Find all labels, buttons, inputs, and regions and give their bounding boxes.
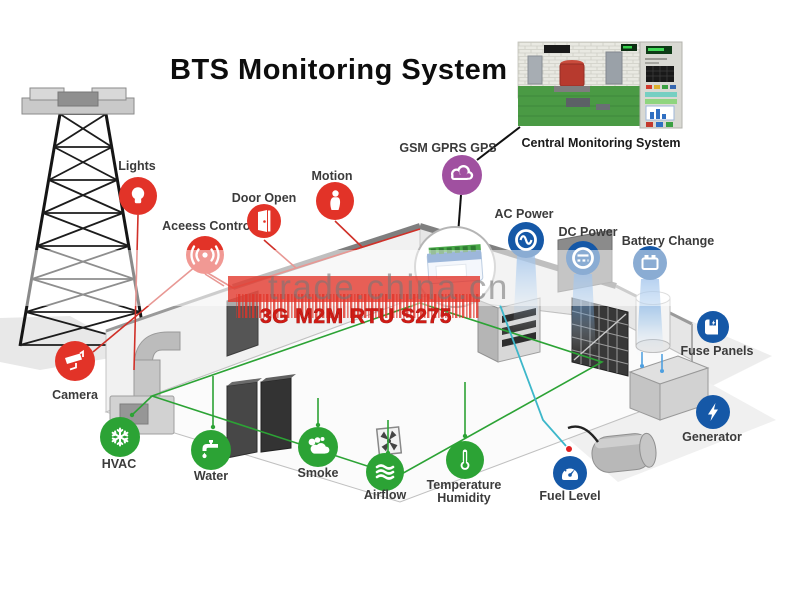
snowflake-icon [111, 427, 129, 447]
hvac-label: HVAC [102, 457, 137, 471]
battery-change-label: Battery Change [622, 234, 714, 248]
fuel-wire [499, 304, 599, 452]
sensor-airflow: Airflow [364, 453, 407, 502]
ac-power-label: AC Power [494, 207, 553, 221]
sensor-motion: Motion [312, 169, 354, 220]
page-title: BTS Monitoring System [170, 54, 508, 86]
humidity-label: Humidity [437, 491, 491, 505]
sensor-fuse-panels: Fuse Panels [681, 311, 754, 358]
generator-box [628, 355, 710, 421]
generator-label: Generator [682, 430, 742, 444]
bulb-icon [131, 187, 145, 204]
fuel-level-label: Fuel Level [539, 489, 600, 503]
environment-wire-dots [129, 412, 468, 456]
tank-cable [567, 425, 599, 443]
cms-control-panel [639, 41, 683, 129]
cms-thumbnail: Central Monitoring System [517, 41, 683, 150]
barcode-stripes [236, 294, 480, 318]
watermark-text: trade.china.cn [268, 268, 509, 307]
tower-legs [18, 113, 148, 347]
ac-wave-icon [515, 229, 537, 251]
fan-grille [375, 426, 403, 456]
sensor-water: Water [191, 430, 231, 483]
motion-label: Motion [312, 169, 353, 183]
gsm-cms-wire [476, 126, 521, 161]
faucet-icon [202, 440, 218, 459]
fuel-wire-dot [566, 446, 572, 452]
sensor-ac-power: AC Power [494, 207, 554, 258]
sensor-smoke: Smoke [298, 427, 339, 480]
cctv-icon [65, 349, 84, 371]
waves-icon [375, 464, 395, 480]
server-racks [226, 374, 296, 459]
sensor-camera: Camera [52, 341, 99, 402]
sensor-door-open: Door Open [232, 191, 297, 238]
smoke-label: Smoke [298, 466, 339, 480]
fuse-box-icon [705, 319, 721, 335]
fuel-tank [591, 432, 657, 473]
sensor-temperature-humidity: Temperature Humidity [427, 441, 502, 505]
camera-label: Camera [52, 388, 99, 402]
lightning-icon [708, 403, 718, 421]
smoke-icon [308, 437, 330, 454]
fuse-panels-label: Fuse Panels [681, 344, 754, 358]
water-label: Water [194, 469, 228, 483]
temperature-label: Temperature [427, 478, 502, 492]
dc-power-label: DC Power [558, 225, 617, 239]
sensor-generator: Generator [682, 395, 742, 444]
airflow-label: Airflow [364, 488, 407, 502]
watermark-overlay: trade.china.cn 3G M2M RTU S275 [0, 250, 800, 328]
sensor-fuel-level: Fuel Level [539, 456, 601, 503]
lights-label: Lights [118, 159, 156, 173]
cloud-icon [451, 165, 474, 180]
door-open-label: Door Open [232, 191, 297, 205]
door-icon [258, 210, 271, 232]
tower-antenna-platform [21, 87, 135, 115]
sensor-gsm: GSM GPRS GPS [399, 141, 497, 195]
motion-wire [334, 220, 363, 248]
thermometer-icon [460, 449, 470, 470]
person-icon [330, 190, 341, 210]
water-circle [191, 430, 231, 470]
gauge-icon [562, 468, 578, 480]
cms-caption: Central Monitoring System [521, 136, 680, 150]
device-label: 3G M2M RTU S275 [260, 305, 452, 328]
sensor-hvac: HVAC [100, 417, 140, 471]
hvac-wire [131, 395, 153, 416]
sensor-lights: Lights [118, 159, 157, 215]
access-control-label: Aceess Control [162, 219, 254, 233]
gsm-label: GSM GPRS GPS [399, 141, 496, 155]
